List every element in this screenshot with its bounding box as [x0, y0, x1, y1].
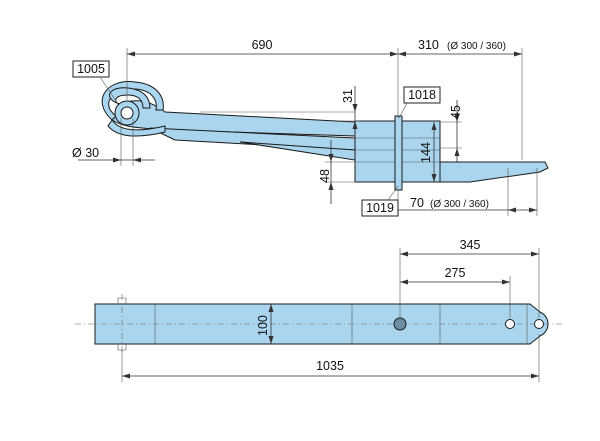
eye-bore: [120, 106, 134, 120]
dim-310-note: (Ø 300 / 360): [447, 41, 506, 52]
dim-345: 345: [460, 238, 481, 252]
dim-144: 144: [419, 142, 433, 163]
dim-275: 275: [445, 266, 466, 280]
dim-1035: 1035: [316, 359, 344, 373]
mount-hole: [505, 319, 515, 329]
dim-70: 70: [410, 196, 424, 210]
dim-eye-diameter: Ø 30: [72, 146, 99, 160]
part-1019: 1019: [366, 201, 394, 215]
dim-690: 690: [252, 38, 273, 52]
dim-310: 310: [418, 38, 439, 52]
dim-31: 31: [341, 89, 355, 103]
top-view-dimensions: 345 275 100 1035: [121, 238, 540, 382]
center-bolt: [394, 115, 403, 191]
top-view: [75, 294, 565, 354]
dim-100: 100: [256, 315, 270, 336]
top-view-leaf: [94, 303, 549, 345]
dim-48: 48: [318, 169, 332, 183]
eye-middle-wrap: [109, 87, 151, 109]
side-view: [101, 81, 549, 191]
part-1018: 1018: [408, 88, 436, 102]
side-view-dimensions: 690 310 (Ø 300 / 360) 31 45 144 48: [72, 38, 538, 217]
end-hole: [534, 319, 544, 329]
dim-45: 45: [449, 105, 463, 119]
center-bolt-hole: [393, 317, 407, 331]
part-1005: 1005: [77, 62, 105, 76]
dim-70-note: (Ø 300 / 360): [430, 199, 489, 210]
